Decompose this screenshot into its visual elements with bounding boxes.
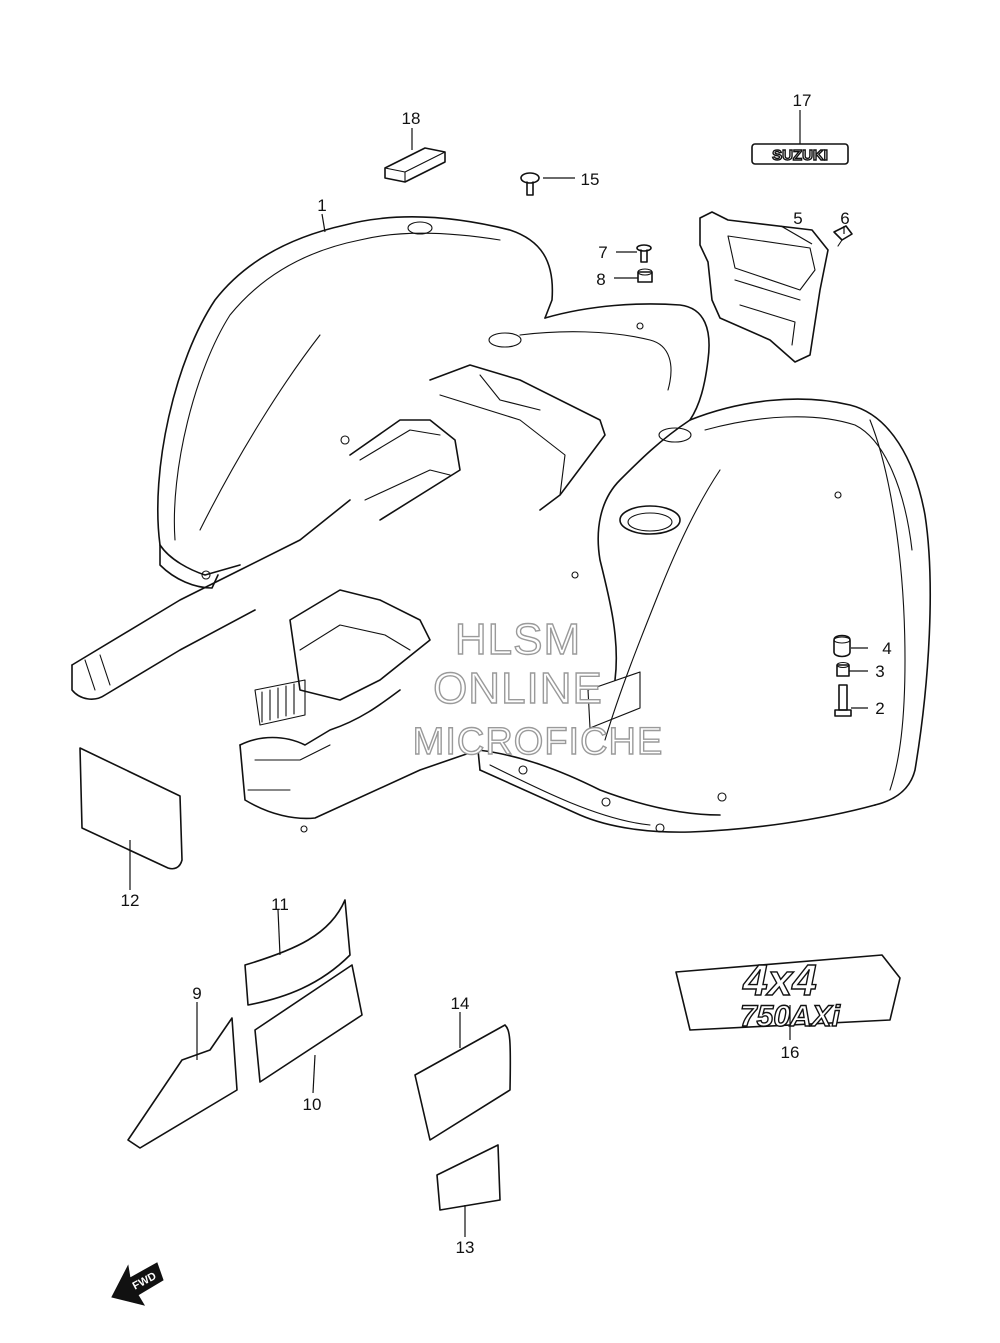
callout-11: 11 xyxy=(271,895,289,914)
callout-18: 18 xyxy=(402,109,421,128)
callout-8: 8 xyxy=(596,270,605,289)
decal-13 xyxy=(436,1144,501,1211)
part-15-rivet xyxy=(520,172,540,196)
part-4-grommet xyxy=(833,634,851,658)
decal-10 xyxy=(254,964,363,1083)
callout-7: 7 xyxy=(598,243,607,262)
decal-11 xyxy=(244,899,351,1006)
callout-12: 12 xyxy=(121,891,140,910)
fwd-arrow-icon xyxy=(111,1262,164,1306)
callout-1: 1 xyxy=(317,196,326,215)
decal-9 xyxy=(127,1017,238,1149)
watermark: HLSM ONLINE MICROFICHE xyxy=(412,614,664,763)
watermark-line-2: ONLINE xyxy=(433,664,603,713)
callout-10: 10 xyxy=(303,1095,322,1114)
vent-grille xyxy=(254,679,306,726)
callout-4: 4 xyxy=(882,639,891,658)
callout-14: 14 xyxy=(451,994,470,1013)
part-6-clip xyxy=(833,225,853,247)
watermark-line-3: MICROFICHE xyxy=(413,721,664,763)
callout-6: 6 xyxy=(840,209,849,228)
callout-numbers: 1 2 3 4 5 6 7 8 9 10 11 12 13 14 15 16 1… xyxy=(121,91,892,1257)
part-7-screw xyxy=(636,244,652,263)
callout-15: 15 xyxy=(581,170,600,189)
callout-3: 3 xyxy=(875,662,884,681)
part-18-block xyxy=(384,147,446,183)
fwd-arrow: FWD xyxy=(111,1262,164,1306)
watermark-line-1: HLSM xyxy=(455,615,581,664)
callout-9: 9 xyxy=(192,984,201,1003)
badge-4x4-text: 4x4 xyxy=(742,956,816,1005)
leader-lines xyxy=(129,110,868,1237)
decal-14 xyxy=(414,1024,512,1141)
part-2-bolt xyxy=(834,684,852,717)
rear-fender xyxy=(71,216,932,833)
callout-13: 13 xyxy=(456,1238,475,1257)
part-5-bracket xyxy=(699,211,829,363)
callout-16: 16 xyxy=(781,1043,800,1062)
part-8-nut xyxy=(637,268,653,283)
decal-12 xyxy=(79,747,183,870)
callout-17: 17 xyxy=(793,91,812,110)
suzuki-emblem: SUZUKI xyxy=(751,143,849,165)
part-3-collar xyxy=(836,661,850,677)
callout-2: 2 xyxy=(875,699,884,718)
suzuki-emblem-text: SUZUKI xyxy=(772,147,828,164)
callout-5: 5 xyxy=(793,209,802,228)
badge-4x4-750axi: 4x4 750AXi xyxy=(675,954,901,1034)
